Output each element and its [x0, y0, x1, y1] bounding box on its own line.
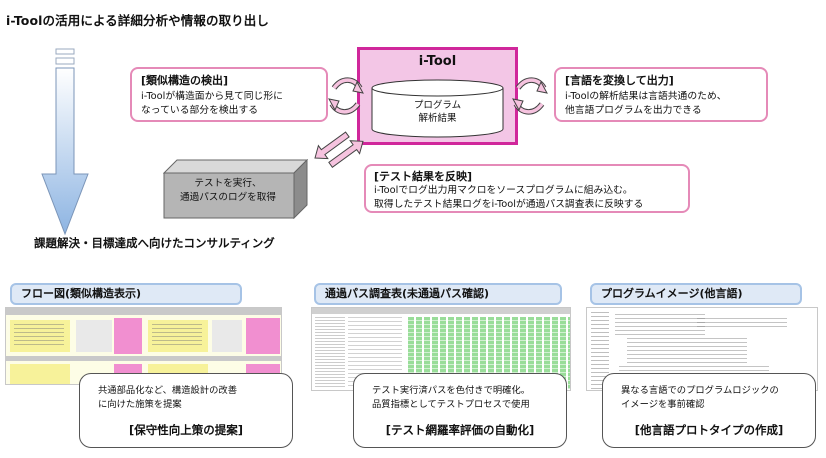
callout-line: 取得したテスト結果ログをi-Toolが通過パス調査表に反映する	[374, 199, 644, 210]
panel-desc-line: テスト実行済パスを色付きで明確化。	[372, 385, 531, 396]
panel-desc-line: に向けた施策を提案	[98, 399, 182, 410]
language-convert-callout: [言語を変換して出力] i-Toolの解析結果は言語共通のため、 他言語プログラ…	[554, 67, 768, 122]
callout-line: なっている部分を検出する	[141, 105, 259, 116]
callout-heading: [類似構造の検出]	[141, 74, 229, 87]
similar-structure-callout: [類似構造の検出] i-Toolが構造面から見て同じ形に なっている部分を検出す…	[130, 67, 328, 122]
panel-desc-heading: [テスト網羅率評価の自動化]	[385, 423, 535, 437]
itool-name: i-Tool	[418, 54, 457, 69]
callout-heading: [言語を変換して出力]	[565, 74, 674, 87]
callout-line: i-Toolの解析結果は言語共通のため、	[565, 91, 727, 102]
panel-desc-pass-table: テスト実行済パスを色付きで明確化。 品質指標としてテストプロセスで使用 [テスト…	[353, 373, 567, 448]
callout-text: i-Toolが構造面から見て同じ形に なっている部分を検出する	[141, 90, 283, 118]
panel-desc-line: 異なる言語でのプログラムロジックの	[621, 385, 779, 396]
callout-line: 他言語プログラムを出力できる	[565, 105, 702, 116]
panel-title-pass-table: 通過パス調査表(未通過パス確認)	[314, 283, 562, 305]
test-execution-box	[163, 159, 308, 219]
callout-heading: [テスト結果を反映]	[374, 170, 473, 183]
diagram-title: i-Toolの活用による詳細分析や情報の取り出し	[6, 13, 269, 28]
panel-desc-line: 品質指標としてテストプロセスで使用	[372, 399, 530, 410]
analysis-database-icon	[371, 79, 504, 138]
callout-text: i-Toolの解析結果は言語共通のため、 他言語プログラムを出力できる	[565, 90, 727, 118]
panel-desc-text: 異なる言語でのプログラムロジックの イメージを事前確認	[621, 384, 807, 412]
panel-desc-line: 共通部品化など、構造設計の改善	[98, 385, 237, 396]
callout-line: i-Toolが構造面から見て同じ形に	[141, 91, 283, 102]
panel-desc-heading: [保守性向上策の提案]	[128, 423, 243, 437]
panel-title-program-image: プログラムイメージ(他言語)	[590, 283, 802, 305]
panel-desc-flow-chart: 共通部品化など、構造設計の改善 に向けた施策を提案 [保守性向上策の提案]	[79, 373, 293, 448]
panel-title-flow-chart: フロー図(類似構造表示)	[10, 283, 242, 305]
callout-line: i-Toolでログ出力用マクロをソースプログラムに組み込む。	[374, 185, 633, 196]
callout-text: i-Toolでログ出力用マクロをソースプログラムに組み込む。 取得したテスト結果…	[374, 184, 643, 212]
data-exchange-arrows-icon	[314, 131, 364, 168]
panel-desc-text: 共通部品化など、構造設計の改善 に向けた施策を提案	[98, 384, 284, 412]
panel-desc-text: テスト実行済パスを色付きで明確化。 品質指標としてテストプロセスで使用	[372, 384, 558, 412]
cycle-arrow-right-icon	[512, 77, 548, 115]
test-result-callout: [テスト結果を反映] i-Toolでログ出力用マクロをソースプログラムに組み込む…	[364, 164, 690, 213]
panel-desc-program-image: 異なる言語でのプログラムロジックの イメージを事前確認 [他言語プロトタイプの作…	[602, 373, 816, 448]
panel-desc-line: イメージを事前確認	[621, 399, 705, 410]
cycle-arrow-left-icon	[328, 77, 364, 115]
panel-desc-heading: [他言語プロトタイプの作成]	[634, 423, 784, 437]
flow-down-arrow	[41, 48, 89, 236]
flow-chart-screenshot	[5, 307, 282, 385]
consulting-subtitle: 課題解決・目標達成へ向けたコンサルティング	[34, 236, 275, 250]
